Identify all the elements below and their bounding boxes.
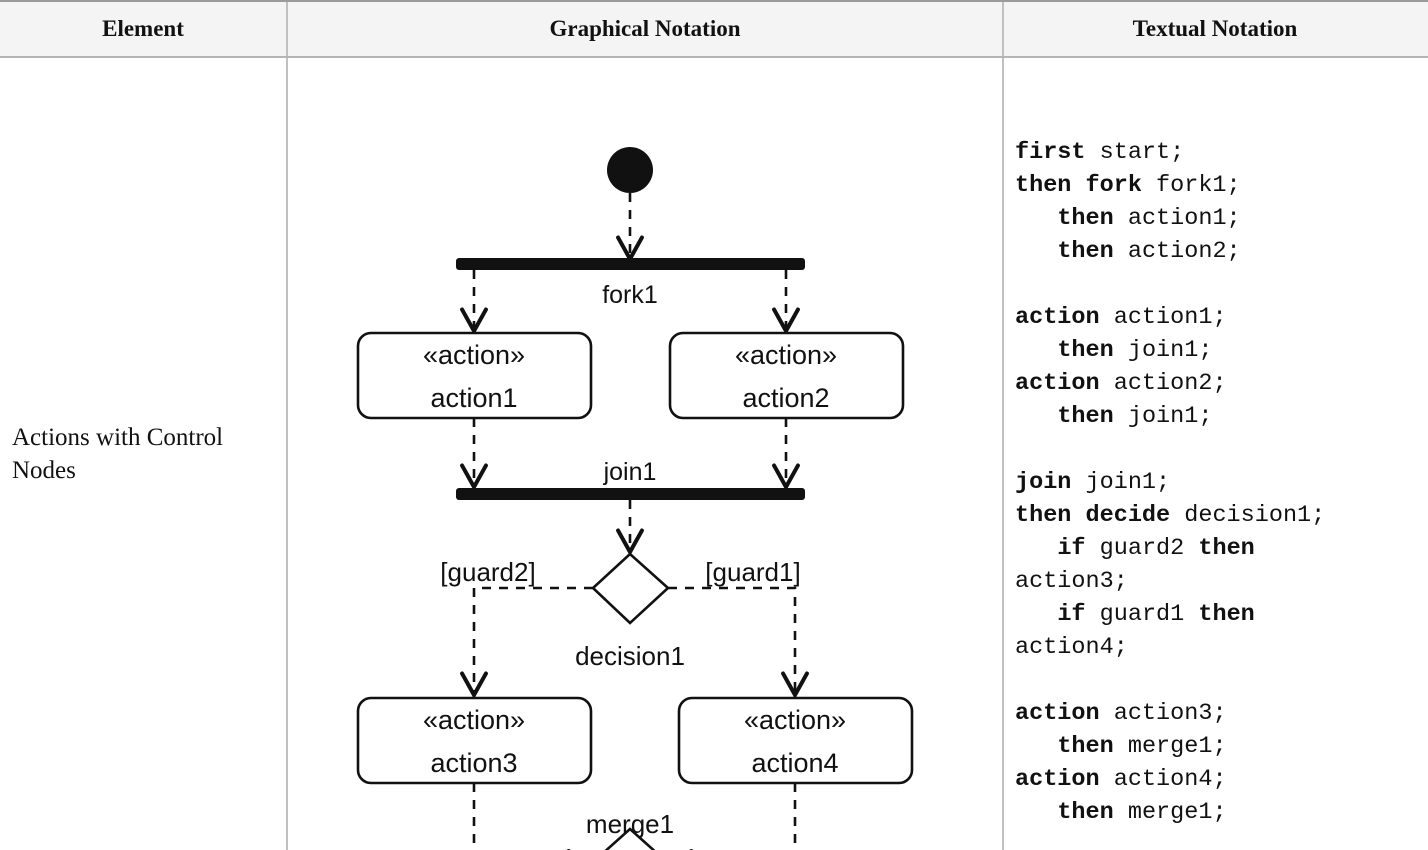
code-line: action3; xyxy=(1015,568,1128,595)
decision-label: decision1 xyxy=(575,641,685,671)
table-row: Actions with Control Nodes fork1 xyxy=(0,58,1428,850)
code-line: then decide decision1; xyxy=(1015,502,1326,529)
code-line: if guard1 then xyxy=(1057,601,1255,628)
action1-name: action1 xyxy=(430,383,517,413)
table-header-row: Element Graphical Notation Textual Notat… xyxy=(0,2,1428,58)
code-block: first start; then fork fork1; then action… xyxy=(1015,136,1325,829)
guard-right-label: [guard1] xyxy=(705,557,800,587)
action2-name: action2 xyxy=(742,383,829,413)
element-cell: Actions with Control Nodes xyxy=(0,58,288,850)
action3-stereotype: «action» xyxy=(423,705,525,735)
action3-name: action3 xyxy=(430,748,517,778)
code-line: then merge1; xyxy=(1057,799,1227,826)
code-line: if guard2 then xyxy=(1057,535,1255,562)
edge-decision-to-action4 xyxy=(668,586,809,700)
action-node-action3: «action» action3 xyxy=(356,696,593,785)
code-line: action action3; xyxy=(1015,700,1227,727)
action4-stereotype: «action» xyxy=(744,705,846,735)
decision-node xyxy=(591,552,670,625)
edge-decision-to-action3 xyxy=(460,586,593,700)
column-header-textual-notation: Textual Notation xyxy=(1132,16,1298,41)
code-line: then join1; xyxy=(1057,337,1213,364)
textual-notation-cell: first start; then fork fork1; then action… xyxy=(1004,58,1426,850)
element-label: Actions with Control Nodes xyxy=(12,424,224,484)
code-line: action action2; xyxy=(1015,370,1227,397)
code-line: then fork fork1; xyxy=(1015,172,1241,199)
action-node-action4: «action» action4 xyxy=(677,696,914,785)
column-header-element: Element xyxy=(0,2,288,56)
action4-name: action4 xyxy=(751,748,838,778)
code-line: action action4; xyxy=(1015,766,1227,793)
action-node-action1: «action» action1 xyxy=(356,331,593,420)
code-line: then action1; xyxy=(1057,205,1241,232)
join-bar xyxy=(456,488,805,500)
activity-diagram: fork1 «action» action1 «action» action2 xyxy=(356,147,914,850)
fork-label: fork1 xyxy=(602,281,658,309)
code-line: action action1; xyxy=(1015,304,1227,331)
start-node-icon xyxy=(607,147,653,193)
graphical-notation-cell: fork1 «action» action1 «action» action2 xyxy=(288,58,1004,850)
join-label: join1 xyxy=(603,458,657,486)
code-line: then action2; xyxy=(1057,238,1241,265)
merge-node xyxy=(604,827,656,850)
code-line: action4; xyxy=(1015,634,1128,661)
code-blank-line xyxy=(1015,664,1325,697)
code-line: first start; xyxy=(1015,139,1185,166)
code-blank-line xyxy=(1015,268,1325,301)
column-header-graphical-notation: Graphical Notation xyxy=(288,2,1004,56)
code-line: join join1; xyxy=(1015,469,1171,496)
fork-bar xyxy=(456,258,805,270)
action1-stereotype: «action» xyxy=(423,340,525,370)
action2-stereotype: «action» xyxy=(735,340,837,370)
guard-left-label: [guard2] xyxy=(440,557,535,587)
edge-action4-to-merge xyxy=(665,783,797,850)
code-line: then join1; xyxy=(1057,403,1213,430)
code-blank-line xyxy=(1015,433,1325,466)
code-line: then merge1; xyxy=(1057,733,1227,760)
action-node-action2: «action» action2 xyxy=(668,331,905,420)
edge-action3-to-merge xyxy=(472,783,595,850)
